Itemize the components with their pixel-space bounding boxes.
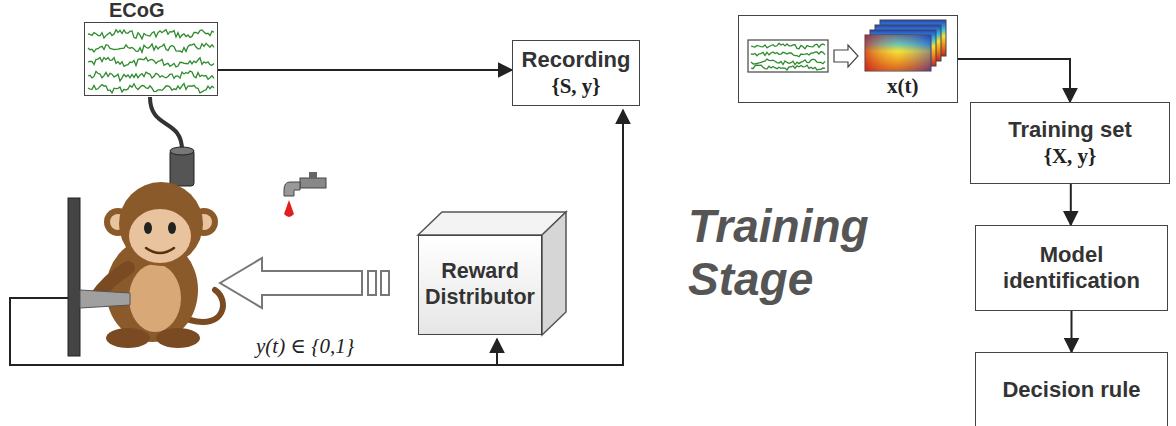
process-box: Decision rule: [975, 352, 1168, 426]
head-connector-top: [170, 147, 194, 155]
stage-title: Training Stage: [688, 200, 908, 306]
signal-trace: [88, 71, 214, 81]
feedback-line: [10, 110, 623, 365]
signal-trace: [751, 59, 825, 65]
signal-traces: [88, 30, 214, 93]
signal-box: ECoG: [84, 22, 218, 96]
connector-arrow: [958, 59, 1070, 102]
box-heading: ECoG: [109, 0, 165, 22]
signal-trace: [88, 57, 214, 67]
spectrogram-stack: [865, 20, 946, 71]
feedback-branch: [496, 339, 498, 365]
signal-trace: [88, 84, 214, 93]
monkey: [96, 182, 223, 348]
connector-arrow: [218, 69, 512, 71]
mini-signal-traces: [751, 43, 825, 70]
reward-arrow-tail: [368, 271, 376, 295]
faucet: [284, 172, 326, 217]
lever: [80, 290, 130, 308]
signal-trace: [751, 43, 825, 49]
reward-arrow: [220, 258, 362, 308]
box-label: Recording: [522, 47, 631, 73]
signal-trace: [751, 52, 825, 57]
set-notation: {X, y}: [1044, 144, 1097, 169]
cable: [150, 97, 182, 150]
process-box: Model identification: [975, 225, 1168, 311]
monitor: [68, 198, 80, 356]
signal-trace: [751, 65, 825, 70]
box-label: Training set: [1008, 117, 1131, 143]
connector-arrow: [1070, 184, 1072, 225]
transform-arrow: [834, 45, 858, 67]
signal-label: y(t) ∈ {0,1}: [256, 334, 416, 359]
process-box: Training set{X, y}: [970, 102, 1170, 184]
box-side-face: [542, 212, 566, 335]
reward-box: Reward Distributor: [418, 235, 542, 335]
signal-trace: [88, 30, 214, 39]
mini-signal-box: [748, 40, 828, 72]
box-label: Decision rule: [1002, 377, 1140, 403]
box-label: Model identification: [982, 242, 1161, 295]
box-top-face: [418, 212, 566, 235]
signal-trace: [88, 43, 214, 52]
set-notation: {S, y}: [551, 74, 600, 99]
reward-arrow-tail: [381, 271, 389, 295]
box-label: Reward Distributor: [425, 259, 535, 311]
connector-arrow: [1071, 311, 1073, 352]
feature-box: x(t): [738, 15, 958, 103]
process-box: Recording{S, y}: [512, 40, 640, 106]
feature-label: x(t): [887, 74, 918, 99]
